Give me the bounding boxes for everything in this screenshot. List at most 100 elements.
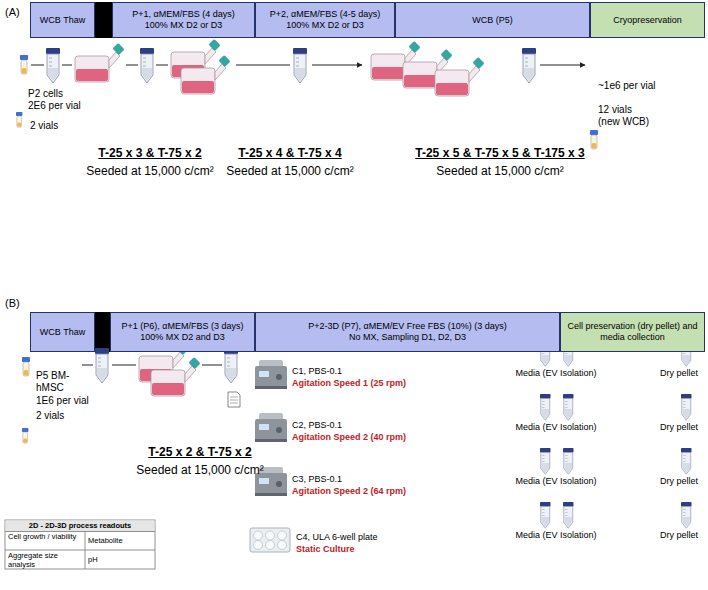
annotation-text: P2 cells: [28, 88, 63, 100]
annotation-text: (new WCB): [598, 116, 649, 128]
stage-text: No MX, Sampling D1, D2, D3: [349, 332, 466, 343]
stage-text: P+1 (P6), αMEM/FBS (3 days): [122, 321, 244, 332]
stage-text: WCB (P5): [472, 15, 513, 26]
output-label: Dry pellet: [651, 422, 707, 432]
flow-line: [236, 65, 290, 66]
table-cell: Cell growth / viability: [8, 533, 82, 542]
flow-arrow: [540, 65, 585, 66]
table-cell: pH: [88, 556, 152, 565]
stage-text: WCB Thaw: [40, 15, 85, 26]
falcon-tube-icon: [293, 48, 307, 83]
cryovial-icon: [20, 55, 28, 74]
flow-arrow: [312, 65, 362, 66]
pellet-tube-icon: [681, 502, 692, 528]
stage-text: 100% MX D2 or D3: [286, 20, 364, 31]
annotation-text: 1E6 per vial: [36, 395, 89, 407]
readout-table-grid: [5, 520, 155, 569]
falcon-tube-icon: [224, 348, 238, 383]
culture-label: C1, PBS-0.1: [292, 366, 342, 376]
stage-text: 100% MX D2 and D3: [140, 332, 225, 343]
seeding-density-text: Seeded at 15,000 c/cm²: [50, 165, 250, 179]
media-tube-icon: [563, 394, 574, 420]
annotation-text: 12 vials: [598, 104, 632, 116]
flask-count-text: T-25 x 3 & T-75 x 2: [50, 147, 250, 161]
annotation-text: 2 vials: [36, 410, 64, 422]
flask-icon: [435, 57, 485, 96]
stage-text: 100% MX D2 or D3: [145, 20, 223, 31]
cryovial-icon: [22, 428, 28, 443]
culture-label: C3, PBS-0.1: [292, 474, 342, 484]
flask-icon: [181, 55, 231, 94]
cryovial-icon: [22, 357, 30, 376]
process-stage-band: P+1, αMEM/FBS (4 days)100% MX D2 or D3: [112, 2, 255, 38]
process-stage-band: P+2-3D (P7), αMEM/EV Free FBS (10%) (3 d…: [255, 312, 560, 352]
stage-text: P+2, αMEM/FBS (4-5 days): [270, 9, 380, 20]
well-plate-icon: [250, 528, 290, 552]
flow-line: [62, 65, 72, 66]
culture-label: C2, PBS-0.1: [292, 420, 342, 430]
output-label: Dry pellet: [651, 368, 707, 378]
annotation-text: 2 vials: [30, 120, 58, 132]
flow-line: [156, 65, 168, 66]
stage-text: Cell preservation (dry pellet) and media…: [564, 321, 701, 343]
seeding-density-text: Seeded at 15,000 c/cm²: [100, 464, 300, 478]
black-spacer: [95, 312, 110, 352]
falcon-tube-icon: [522, 48, 536, 83]
process-stage-band: WCB (P5): [395, 2, 590, 38]
falcon-tube-icon: [140, 48, 154, 83]
panel-label: (A): [5, 6, 20, 19]
stage-text: P+2-3D (P7), αMEM/EV Free FBS (10%) (3 d…: [308, 321, 507, 332]
flask-count-text: T-25 x 4 & T-75 x 4: [190, 147, 390, 161]
stage-text: WCB Thaw: [40, 327, 85, 338]
annotation-text: ~1e6 per vial: [598, 80, 656, 92]
pellet-tube-icon: [681, 394, 692, 420]
process-stage-band: P+2, αMEM/FBS (4-5 days)100% MX D2 or D3: [255, 2, 395, 38]
process-stage-band: P+1 (P6), αMEM/FBS (3 days)100% MX D2 an…: [110, 312, 255, 352]
document-icon: [228, 392, 240, 407]
output-label: Media (EV Isolation): [496, 368, 616, 378]
table-cell: Metabolite: [88, 537, 152, 546]
annotation-text: 2E6 per vial: [28, 100, 81, 112]
panel-label: (B): [5, 297, 20, 310]
output-label: Media (EV Isolation): [496, 530, 616, 540]
media-tube-icon: [563, 502, 574, 528]
media-tube-icon: [540, 502, 551, 528]
stage-text: P+1, αMEM/FBS (4 days): [132, 9, 234, 20]
table-cell: 2D - 2D-3D process readouts: [5, 522, 155, 531]
process-stage-band: WCB Thaw: [30, 2, 95, 38]
bioreactor-icon: [255, 360, 287, 389]
output-label: Dry pellet: [651, 530, 707, 540]
flow-line: [126, 65, 138, 66]
pellet-tube-icon: [681, 448, 692, 474]
bioreactor-icon: [255, 413, 287, 442]
condition-text: Agitation Speed 2 (64 rpm): [292, 486, 406, 496]
culture-label: C4, ULA 6-well plate: [296, 532, 378, 542]
cryovial-icon: [590, 130, 598, 149]
flow-line: [112, 365, 136, 366]
falcon-tube-icon: [46, 48, 60, 83]
flow-line: [31, 65, 44, 66]
flask-icon: [75, 43, 125, 82]
annotation-text: P5 BM-hMSC: [36, 370, 80, 393]
media-tube-icon: [563, 448, 574, 474]
table-cell: Aggregate size analysis: [8, 552, 82, 569]
final-stage-band: Cell preservation (dry pellet) and media…: [560, 312, 705, 352]
stage-text: Cryopreservation: [613, 15, 682, 26]
falcon-tube-icon: [95, 348, 109, 383]
condition-text: Static Culture: [296, 544, 355, 554]
seeding-density-text: Seeded at 15,000 c/cm²: [385, 165, 615, 179]
output-label: Media (EV Isolation): [496, 476, 616, 486]
flask-count-text: T-25 x 2 & T-75 x 2: [100, 446, 300, 460]
condition-text: Agitation Speed 2 (40 rpm): [292, 432, 406, 442]
media-tube-icon: [540, 394, 551, 420]
flask-icon: [151, 357, 201, 396]
seeding-density-text: Seeded at 15,000 c/cm²: [190, 165, 390, 179]
output-label: Dry pellet: [651, 476, 707, 486]
flow-line: [202, 365, 222, 366]
cryovial-icon: [16, 112, 22, 127]
process-stage-band: WCB Thaw: [30, 312, 95, 352]
flow-line: [82, 365, 93, 366]
condition-text: Agitation Speed 1 (25 rpm): [292, 378, 406, 388]
media-tube-icon: [540, 448, 551, 474]
